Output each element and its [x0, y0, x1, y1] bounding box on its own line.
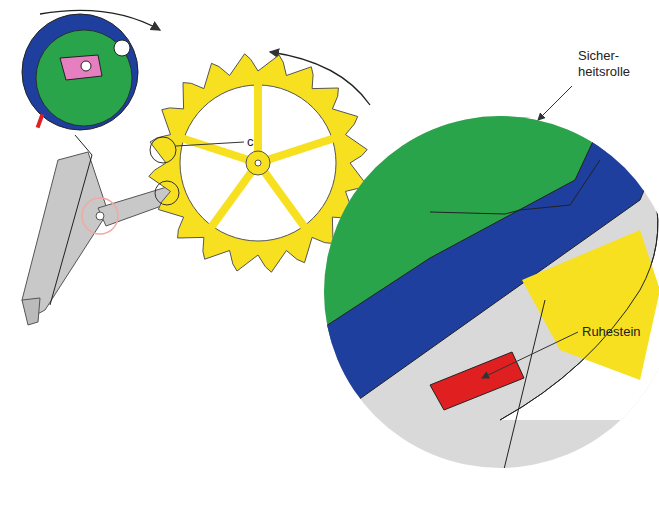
part-label: Ruhestein: [582, 324, 641, 340]
balance-roller: [22, 14, 138, 305]
lever-pivot: [96, 212, 104, 220]
leader-line: [538, 86, 572, 120]
detail-circle: [155, 181, 179, 205]
detail-circle: [150, 137, 176, 163]
magnified-view: [320, 95, 659, 527]
part-label: Sicher- heitsrolle: [578, 48, 648, 80]
lever-pivot-circle: [82, 198, 118, 234]
leader-line: [482, 332, 578, 378]
leader-line: [176, 142, 244, 146]
part-label: c: [247, 134, 254, 150]
